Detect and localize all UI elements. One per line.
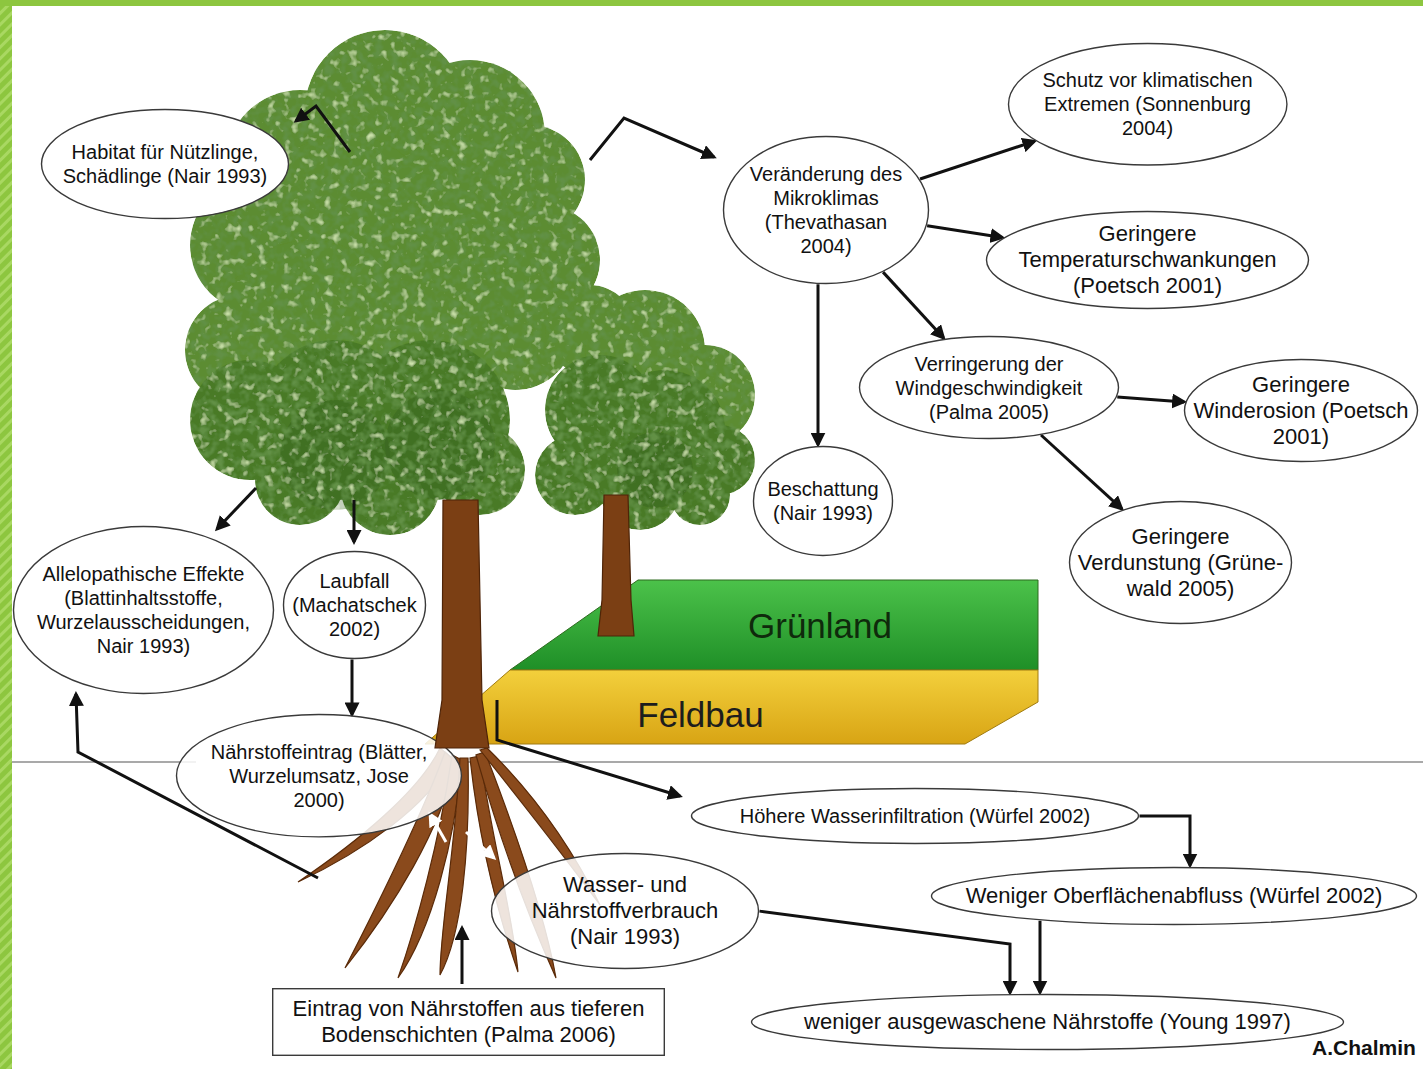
ellipse-outline xyxy=(1008,43,1286,165)
node-label: Allelopathische Effekte (Blattinhaltssto… xyxy=(19,562,269,658)
effect-arrow xyxy=(1117,397,1184,402)
box-outline xyxy=(273,989,665,1056)
effect-ellipse: Nährstoffeintrag (Blätter, Wurzelumsatz,… xyxy=(175,713,463,838)
tree-trunk xyxy=(435,500,489,748)
node-label: Geringere Verdunstung (Grüne- wald 2005) xyxy=(1075,524,1287,602)
leader-arrow xyxy=(590,118,714,160)
effect-arrow xyxy=(817,284,820,444)
ground-line xyxy=(12,761,196,762)
node-label: Geringere Winderosion (Poetsch 2001) xyxy=(1191,372,1411,450)
tree-trunk xyxy=(598,495,634,636)
canopy-shade xyxy=(280,400,390,510)
effect-ellipse-shape xyxy=(722,135,930,285)
effect-ellipse: Verringerung der Windgeschwindigkeit (Pa… xyxy=(858,335,1120,440)
leader-arrow xyxy=(353,500,356,542)
leader-arrow xyxy=(461,928,464,984)
effect-arrow xyxy=(1041,435,1122,509)
ellipse-outline xyxy=(1185,360,1418,462)
node-label: weniger ausgewaschene Nährstoffe (Young … xyxy=(778,1009,1318,1035)
effect-ellipse: Habitat für Nützlinge, Schädlinge (Nair … xyxy=(40,108,290,220)
leader-arrow xyxy=(296,106,350,152)
effect-ellipse-shape xyxy=(752,445,894,557)
effect-ellipse: Schutz vor klimatischen Extremen (Sonnen… xyxy=(1007,42,1288,167)
flow-arrow xyxy=(430,814,446,842)
ellipse-outline xyxy=(987,212,1309,309)
ground-line xyxy=(442,761,1423,762)
node-label: Wasser- und Nährstoffverbrauch (Nair 199… xyxy=(528,872,723,950)
band-label: Grünland xyxy=(748,605,892,646)
ellipse-outline xyxy=(754,447,893,556)
canopy-shade xyxy=(385,390,495,500)
node-label: Veränderung des Mikroklimas (Thevathasan… xyxy=(739,162,914,258)
effect-arrow xyxy=(927,226,1002,238)
ellipse-outline xyxy=(14,527,274,694)
ellipse-outline xyxy=(284,552,426,659)
source-box: Eintrag von Nährstoffen aus tieferen Bod… xyxy=(272,988,665,1056)
effect-arrow xyxy=(1039,921,1042,993)
node-label: Geringere Temperaturschwankungen (Poetsc… xyxy=(1014,221,1282,299)
effect-ellipse: Geringere Verdunstung (Grüne- wald 2005) xyxy=(1068,500,1293,625)
ellipse-outline xyxy=(724,137,929,284)
page-border xyxy=(0,0,12,1069)
band-label: Feldbau xyxy=(637,694,763,735)
canopy-shade xyxy=(617,432,693,508)
effect-ellipse: Allelopathische Effekte (Blattinhaltssto… xyxy=(12,525,275,695)
band-outline xyxy=(510,580,1038,670)
effect-ellipse: weniger ausgewaschene Nährstoffe (Young … xyxy=(750,993,1345,1051)
effect-ellipse-shape xyxy=(12,525,275,695)
leader-arrow xyxy=(217,488,256,529)
effect-ellipse: Geringere Winderosion (Poetsch 2001) xyxy=(1183,358,1419,463)
ellipse-outline xyxy=(932,868,1417,925)
node-label: Höhere Wasserinfiltration (Würfel 2002) xyxy=(705,804,1125,828)
node-label: Habitat für Nützlinge, Schädlinge (Nair … xyxy=(58,140,273,188)
ellipse-outline xyxy=(752,995,1344,1050)
tree-canopy xyxy=(185,30,755,535)
effect-arrow xyxy=(883,272,944,338)
ellipse-outline xyxy=(492,854,759,969)
node-label: Schutz vor klimatischen Extremen (Sonnen… xyxy=(1035,68,1259,140)
node-label: Weniger Oberflächenabfluss (Würfel 2002) xyxy=(954,883,1394,909)
node-label: Verringerung der Windgeschwindigkeit (Pa… xyxy=(882,352,1097,424)
effect-ellipse: Wasser- und Nährstoffverbrauch (Nair 199… xyxy=(490,852,760,970)
node-label: Beschattung (Nair 1993) xyxy=(761,477,886,525)
effect-ellipse: Geringere Temperaturschwankungen (Poetsc… xyxy=(985,210,1310,310)
effect-ellipse-shape xyxy=(40,108,290,220)
effect-ellipse: Laubfall (Machatschek 2002) xyxy=(282,550,427,660)
author-credit: A.Chalmin xyxy=(1312,1036,1416,1060)
effect-ellipse: Veränderung des Mikroklimas (Thevathasan… xyxy=(722,135,930,285)
ellipse-outline xyxy=(860,337,1119,439)
leader-arrow xyxy=(497,700,680,796)
node-label: Nährstoffeintrag (Blätter, Wurzelumsatz,… xyxy=(203,740,435,812)
node-label: Laubfall (Machatschek 2002) xyxy=(285,569,425,641)
effect-arrow xyxy=(759,911,1010,993)
effect-arrow xyxy=(920,141,1034,179)
land-band: Feldbau xyxy=(425,670,1038,744)
ellipse-outline xyxy=(692,789,1139,844)
node-label: Eintrag von Nährstoffen aus tieferen Bod… xyxy=(289,996,649,1048)
effect-ellipse: Weniger Oberflächenabfluss (Würfel 2002) xyxy=(930,866,1418,926)
ellipse-outline xyxy=(42,110,289,219)
flow-arrow xyxy=(466,832,494,858)
effect-ellipse: Beschattung (Nair 1993) xyxy=(752,445,894,557)
ellipse-outline xyxy=(1070,502,1292,624)
effect-ellipse: Höhere Wasserinfiltration (Würfel 2002) xyxy=(690,787,1140,845)
page-border xyxy=(0,0,1423,6)
land-band: Grünland xyxy=(510,580,1038,670)
effect-arrow xyxy=(1140,816,1191,866)
band-outline xyxy=(425,670,1038,744)
effect-arrow xyxy=(351,659,354,714)
ellipse-outline xyxy=(177,715,462,837)
